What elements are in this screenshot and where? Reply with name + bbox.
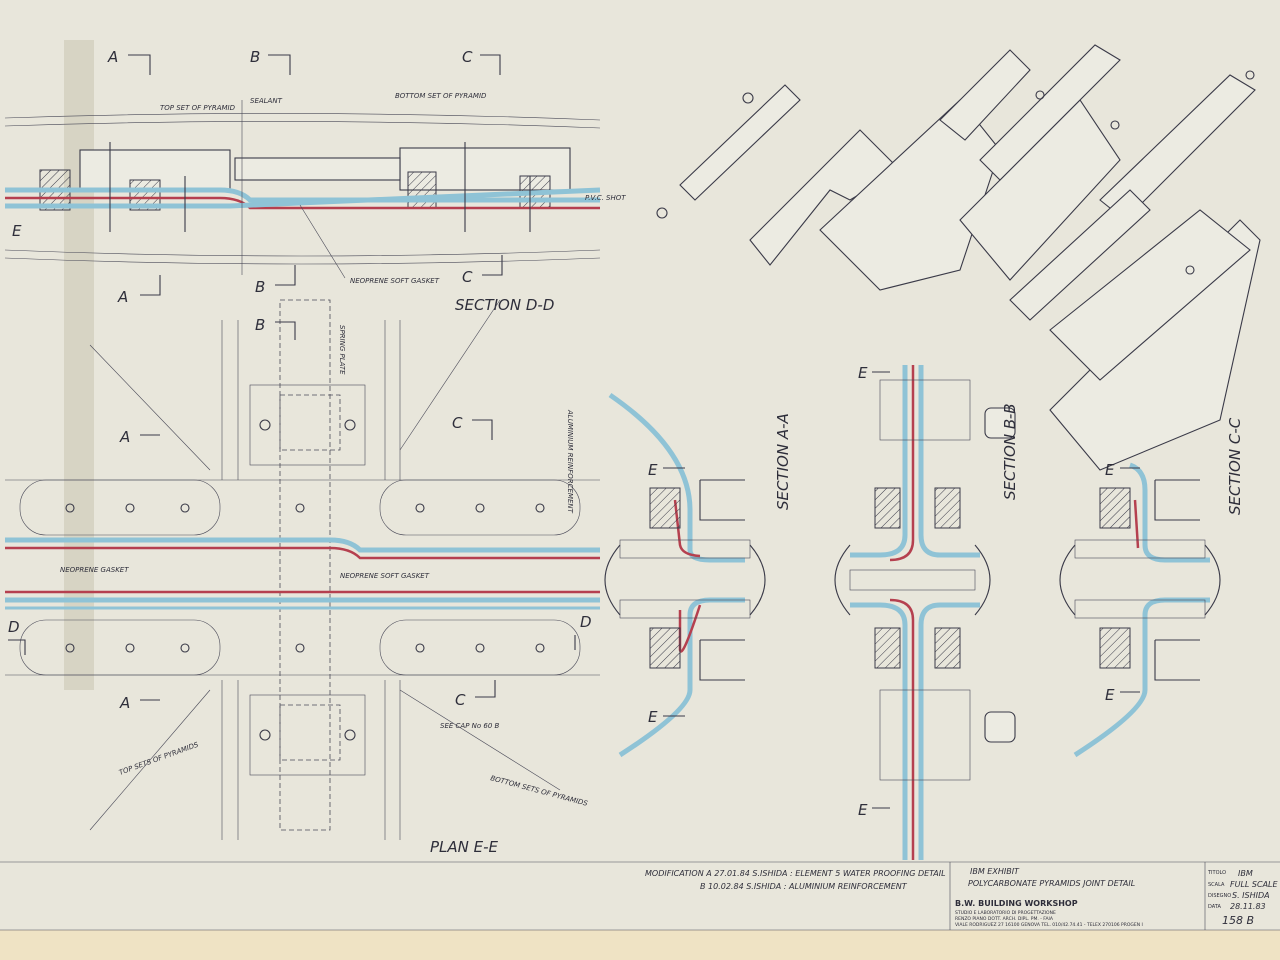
firm-line-3: VIALE RODRIGUEZ 27 16100 GENOVA TEL. 010… — [955, 922, 1143, 928]
scale-value: FULL SCALE — [1230, 880, 1279, 889]
section-cc-title: SECTION C-C — [1226, 417, 1244, 515]
paper-edge — [0, 930, 1280, 960]
plan-ee-title: PLAN E-E — [430, 838, 499, 856]
svg-text:E: E — [648, 708, 658, 726]
field-drawn-label: DISEGNO — [1208, 893, 1231, 899]
svg-text:E: E — [12, 222, 22, 240]
field-title-label: TITOLO — [1207, 870, 1226, 876]
section-dd-drawing — [4, 100, 601, 275]
field-scale-label: SCALA — [1208, 882, 1225, 888]
svg-text:A: A — [119, 428, 130, 446]
section-bb-title: SECTION B-B — [1001, 403, 1019, 500]
section-aa-drawing — [604, 392, 766, 758]
title-block: MODIFICATION A 27.01.84 S.ISHIDA : ELEME… — [0, 861, 1280, 931]
field-date-label: DATA — [1208, 904, 1221, 910]
svg-text:A: A — [107, 48, 118, 66]
svg-text:A: A — [117, 288, 128, 306]
note-bottom-sets: BOTTOM SETS OF PYRAMIDS — [489, 774, 588, 808]
note-see-cap: SEE CAP No 60 B — [440, 722, 500, 730]
title-value: IBM — [1238, 869, 1253, 878]
marker-b-top: B — [250, 48, 291, 75]
svg-text:B: B — [255, 278, 265, 296]
marker-a-bottom: A — [117, 275, 161, 306]
plan-ee-drawing — [5, 299, 600, 840]
date-value: 28.11.83 — [1230, 902, 1266, 911]
marker-c-top: C — [462, 48, 501, 75]
section-aa-title: SECTION A-A — [774, 413, 792, 510]
svg-text:C: C — [462, 268, 473, 286]
section-dd-title: SECTION D-D — [455, 296, 554, 314]
svg-text:C: C — [455, 691, 466, 709]
modification-b: B 10.02.84 S.ISHIDA : ALUMINIUM REINFORC… — [700, 882, 908, 891]
note-spring-plate: SPRING PLATE — [338, 325, 346, 375]
section-bb-markers: E E — [858, 364, 890, 819]
svg-text:E: E — [1105, 461, 1115, 479]
note-pvc-shot: P.V.C. SHOT — [585, 194, 626, 202]
project-name: IBM EXHIBIT — [970, 867, 1020, 876]
svg-text:B: B — [255, 316, 265, 334]
marker-a-top: A — [107, 48, 151, 75]
note-neoprene-soft-gasket: NEOPRENE SOFT GASKET — [350, 277, 440, 285]
section-bb-drawing — [834, 365, 1016, 860]
section-cc-markers: E E — [1105, 461, 1140, 704]
drawing-title: POLYCARBONATE PYRAMIDS JOINT DETAIL — [968, 879, 1135, 888]
marker-c-bottom: C — [462, 255, 503, 286]
svg-text:E: E — [858, 801, 868, 819]
svg-text:E: E — [858, 364, 868, 382]
svg-text:B: B — [250, 48, 260, 66]
svg-text:A: A — [119, 694, 130, 712]
marker-e-left: E — [12, 222, 22, 240]
note-sealant: SEALANT — [250, 97, 283, 105]
svg-text:E: E — [1105, 686, 1115, 704]
note-bottom-set: BOTTOM SET OF PYRAMID — [395, 92, 487, 100]
exploded-view — [656, 44, 1256, 381]
svg-text:D: D — [8, 618, 20, 636]
drawing-number: 158 B — [1222, 914, 1254, 927]
marker-b-bottom: B — [255, 265, 296, 296]
drawn-value: S. ISHIDA — [1232, 891, 1270, 900]
section-aa-markers: E E — [648, 461, 685, 726]
firm-line-1: STUDIO E LABORATORIO DI PROGETTAZIONE — [955, 910, 1056, 916]
note-top-set: TOP SET OF PYRAMID — [160, 104, 236, 112]
note-top-sets: TOP SETS OF PYRAMIDS — [118, 740, 200, 776]
svg-text:D: D — [580, 613, 592, 631]
note-aluminium-reinforcement: ALUMINIUM REINFORCEMENT — [566, 409, 574, 514]
firm-line-2: RENZO PIANO DOTT. ARCH. DIPL. PM. - FAIA — [955, 916, 1054, 922]
plan-markers: B A C D D A C — [8, 316, 592, 712]
paper-stain — [64, 40, 94, 690]
svg-text:C: C — [452, 414, 463, 432]
note-neoprene-soft-gasket-plan: NEOPRENE SOFT GASKET — [340, 572, 430, 580]
note-neoprene-gasket: NEOPRENE GASKET — [60, 566, 129, 574]
modification-a: MODIFICATION A 27.01.84 S.ISHIDA : ELEME… — [645, 869, 946, 878]
svg-text:C: C — [462, 48, 473, 66]
svg-text:E: E — [648, 461, 658, 479]
firm-name: B.W. BUILDING WORKSHOP — [955, 899, 1078, 908]
